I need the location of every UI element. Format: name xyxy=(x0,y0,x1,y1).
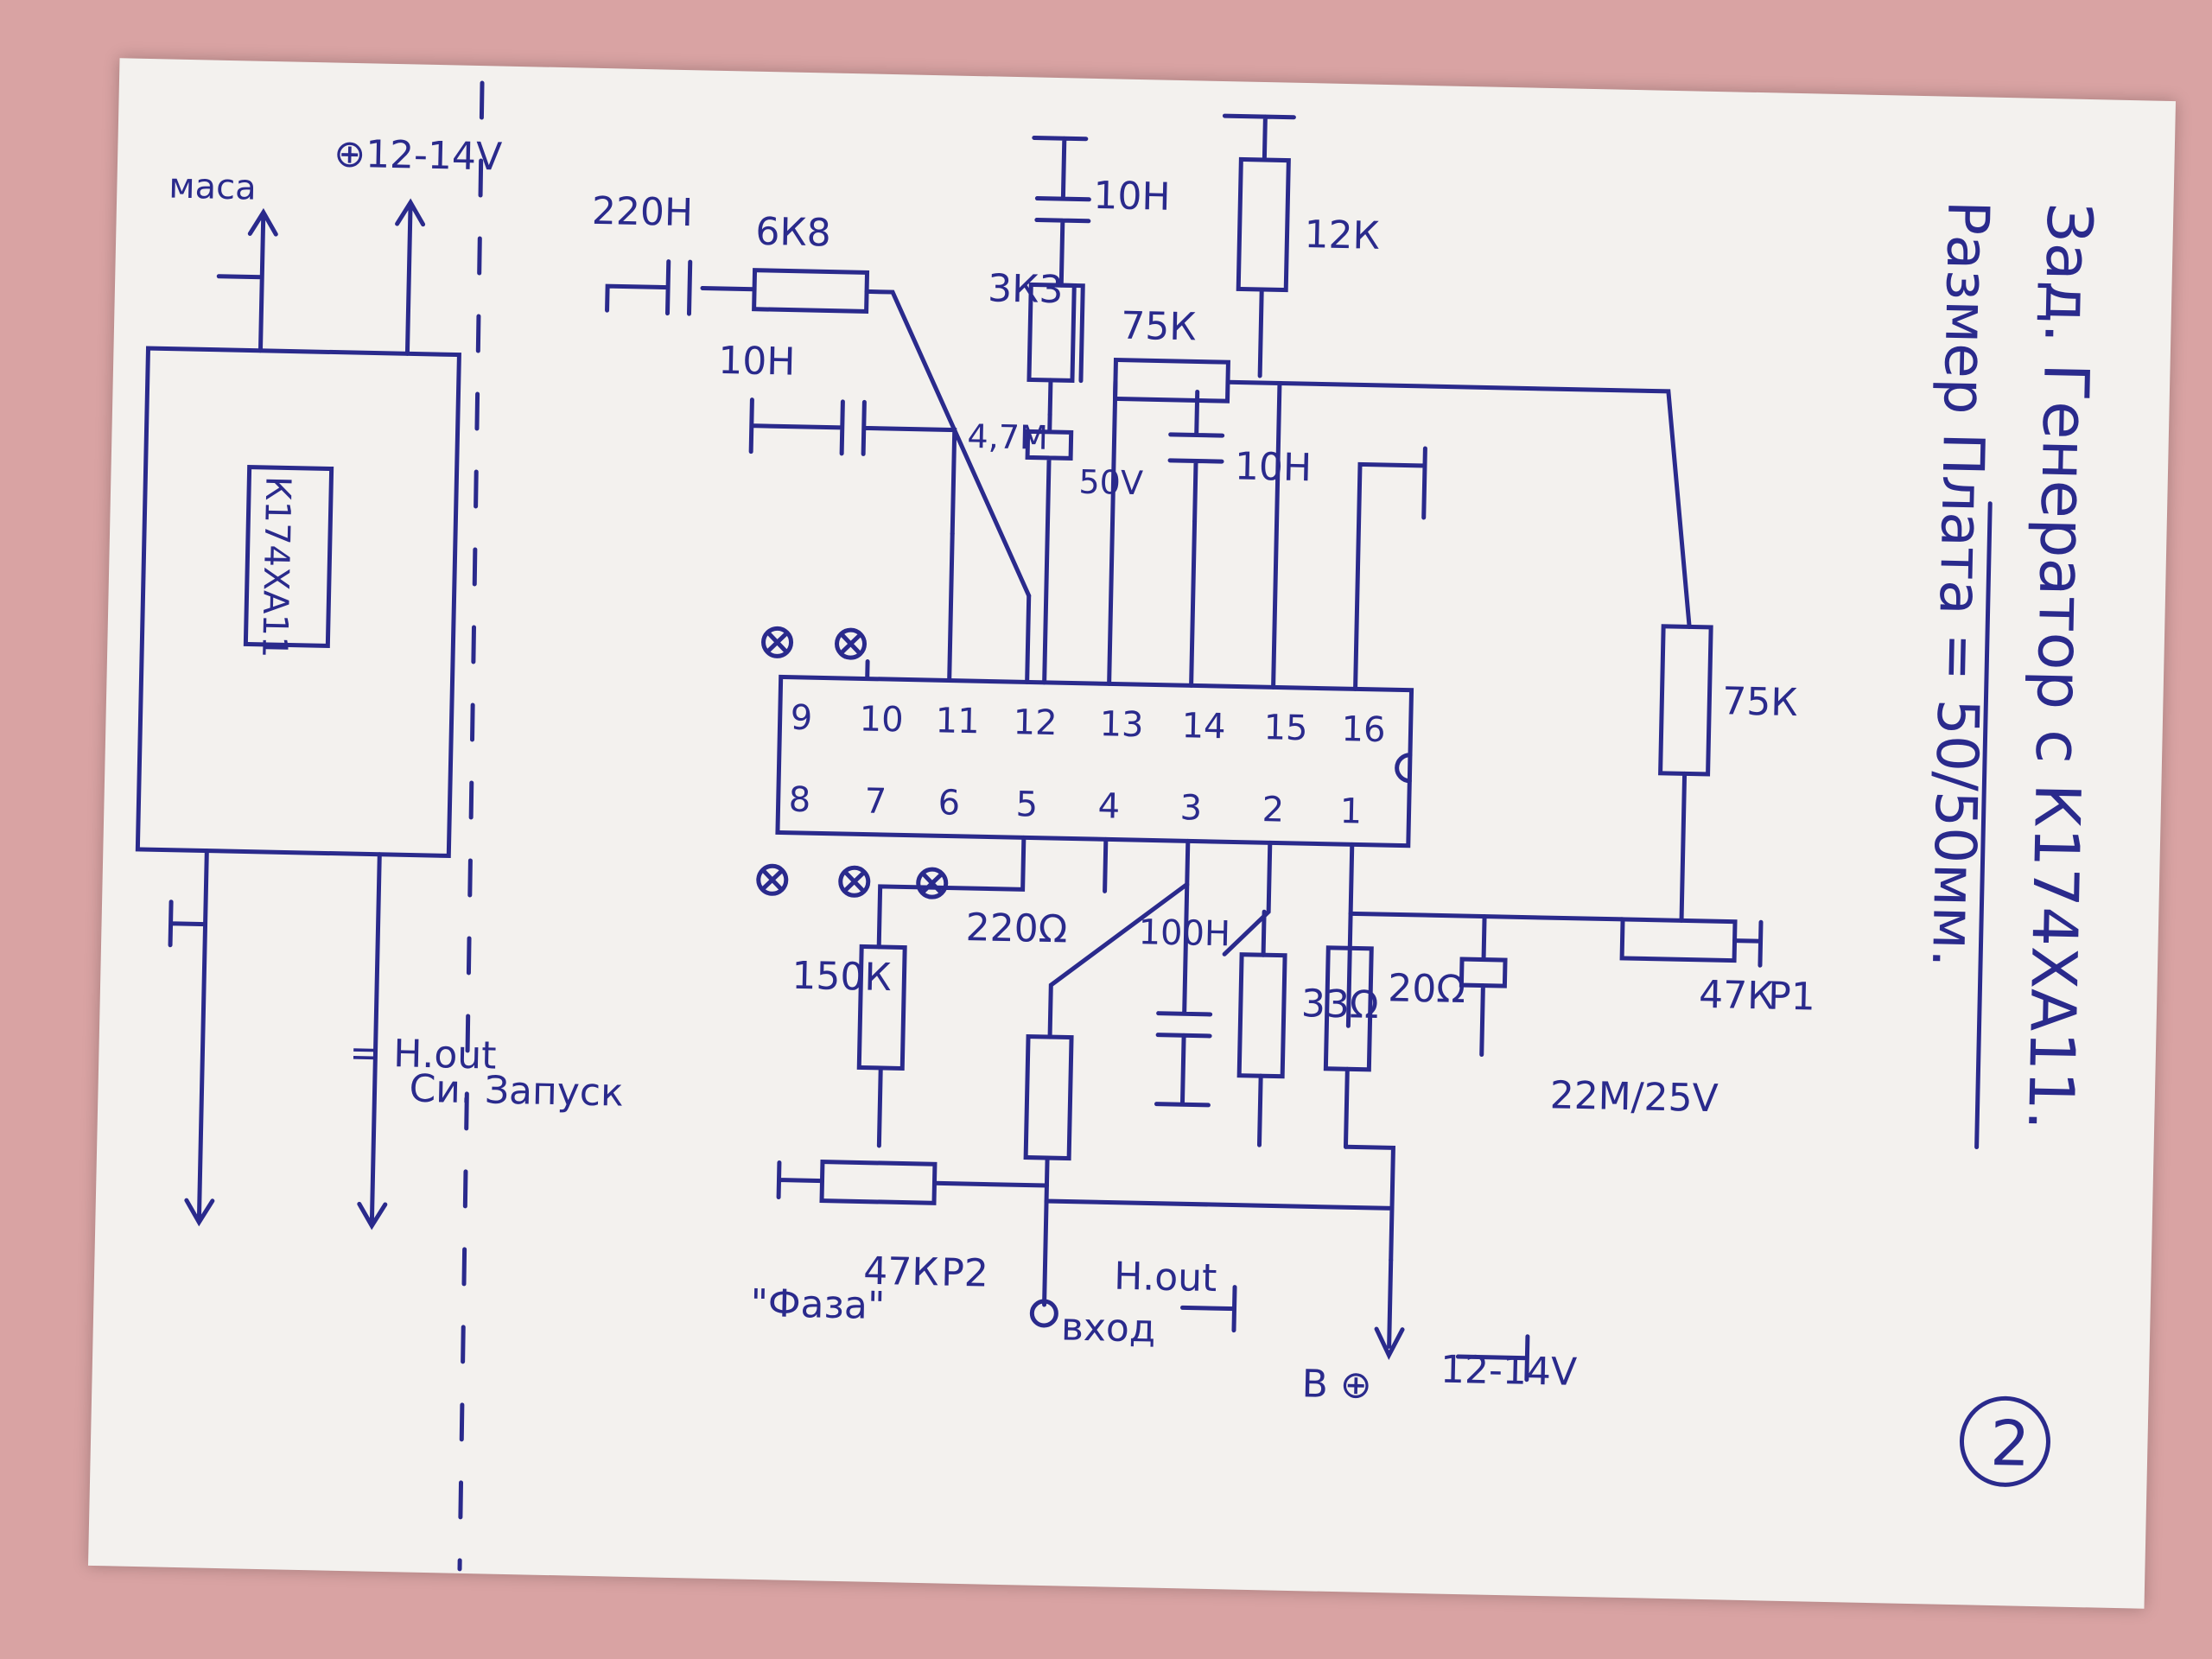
label-sync: Си. Запуск xyxy=(409,1067,624,1116)
label-supply-right-2: В ⊕ xyxy=(1301,1362,1372,1408)
ic-pin-14: 14 xyxy=(1181,706,1226,747)
ic-pin-5: 5 xyxy=(1015,785,1038,825)
module-block xyxy=(135,346,461,858)
ic-pin-11: 11 xyxy=(935,701,980,741)
page-number-circle xyxy=(1959,1395,2050,1487)
label-22m: 22М/25V xyxy=(1549,1073,1719,1121)
label-20: 20Ω xyxy=(1388,966,1466,1012)
label-10n-c: 10Н xyxy=(1234,444,1312,490)
ic-pin-7: 7 xyxy=(864,782,887,823)
label-h-out-input-2: вход xyxy=(1060,1305,1155,1351)
schematic-drawing: Зад. Генератор с К174ХА11. Размер Плата … xyxy=(135,80,2107,1572)
ic-chip-body xyxy=(775,674,1414,849)
label-75k-a: 75К xyxy=(1121,304,1197,350)
resistor-6k8 xyxy=(752,268,870,314)
ic-pin-9: 9 xyxy=(790,698,812,739)
capacitor-4-7m xyxy=(1025,412,1074,685)
label-p2-value: 47К xyxy=(863,1249,939,1295)
label-h-out-left: = Н.out xyxy=(349,1031,497,1078)
title-line-1: Зад. Генератор с К174ХА11. xyxy=(2014,202,2106,1131)
module-inner-label-box xyxy=(243,464,334,649)
resistor-12k xyxy=(1236,156,1291,293)
ic-notch xyxy=(1395,753,1413,784)
module-top-wires xyxy=(216,198,426,356)
resistor-220 xyxy=(1023,1033,1074,1161)
label-12k: 12К xyxy=(1304,213,1380,258)
h-out-input-terminal xyxy=(1029,1299,1058,1328)
ground-right xyxy=(1455,1334,1530,1382)
label-p1-name: Р1 xyxy=(1768,974,1816,1019)
ic-pin-15: 15 xyxy=(1263,708,1308,748)
h-out-input-wire xyxy=(1042,1198,1049,1307)
label-p1-value: 47К xyxy=(1699,973,1775,1019)
ground-pin-16 xyxy=(1355,446,1427,570)
module-chip-label: К174ХА11 xyxy=(254,476,297,658)
ic-pin-4: 4 xyxy=(1097,786,1120,827)
resistor-75k-b xyxy=(1658,624,1713,777)
label-ground-left: маса xyxy=(168,166,257,207)
label-6k8: 6К8 xyxy=(755,210,831,256)
capacitor-10n-b xyxy=(1032,135,1091,288)
ic-pin-12: 12 xyxy=(1013,702,1058,743)
label-75k-b: 75К xyxy=(1722,679,1798,725)
label-10n-b: 10Н xyxy=(1093,174,1171,219)
ic-pin-8: 8 xyxy=(788,780,810,821)
label-33: 33Ω xyxy=(1300,982,1379,1027)
unused-pin-markers xyxy=(756,626,949,899)
label-220n-top: 220Н xyxy=(591,189,693,235)
ic-pin-2: 2 xyxy=(1262,790,1284,830)
potentiometer-p1 xyxy=(1619,917,1738,963)
ic-pin-1: 1 xyxy=(1339,791,1362,832)
capacitor-22m xyxy=(1459,914,1508,1058)
ic-pin-13: 13 xyxy=(1099,704,1144,745)
label-p2-name: Р2 xyxy=(941,1250,989,1295)
resistor-75k-a xyxy=(1112,357,1230,404)
capacitor-10n-a xyxy=(748,397,957,537)
label-4-7m: 4,7М xyxy=(967,417,1048,457)
supply-right-arrow xyxy=(1374,1257,1405,1360)
label-50v: 50V xyxy=(1078,463,1143,503)
label-phase: "Фаза" xyxy=(750,1281,886,1328)
label-150k: 150К xyxy=(791,954,892,1000)
capacitor-220n-top xyxy=(605,259,705,316)
dashed-separator xyxy=(457,80,485,1572)
ground-h-out xyxy=(1180,1285,1237,1333)
label-supply-left: ⊕12-14V xyxy=(334,131,503,179)
ic-pin-10: 10 xyxy=(859,699,904,740)
capacitor-100n xyxy=(1154,881,1213,1108)
label-10n-a: 10Н xyxy=(718,339,796,385)
wire-75k-b xyxy=(1277,380,1692,629)
label-220: 220Ω xyxy=(965,906,1068,951)
capacitor-10n-c xyxy=(1167,389,1225,524)
paper-sheet: Зад. Генератор с К174ХА11. Размер Плата … xyxy=(87,58,2177,1609)
title-underline xyxy=(1974,501,1993,1150)
label-h-out-input: Н.out xyxy=(1114,1255,1217,1300)
label-3k3: 3К3 xyxy=(988,266,1064,312)
potentiometer-p2 xyxy=(819,1160,938,1205)
ic-pin-16: 16 xyxy=(1341,709,1386,750)
pin-leads-bottom xyxy=(876,835,1355,1039)
page-number: 2 xyxy=(1990,1407,2031,1480)
ic-pin-6: 6 xyxy=(938,783,960,823)
ic-pin-3: 3 xyxy=(1179,788,1202,829)
resistor-33 xyxy=(1236,952,1287,1079)
module-bottom-wires xyxy=(168,849,388,1230)
pin-leads-top xyxy=(865,378,1360,691)
label-100n: 100Н xyxy=(1138,912,1230,954)
